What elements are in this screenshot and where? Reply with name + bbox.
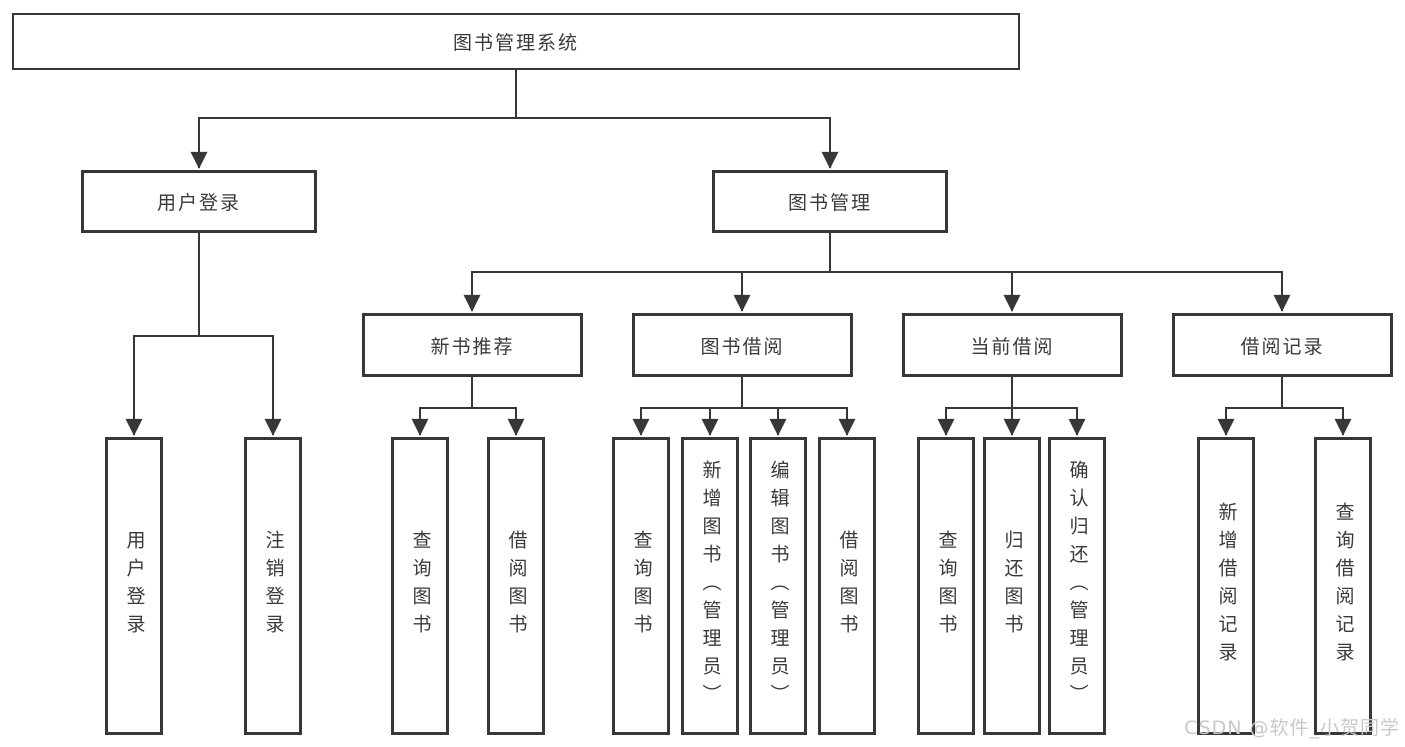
- leaf-query-book-borrow-label: 查询图书: [630, 530, 653, 642]
- leaf-query-book-current: 查询图书: [917, 437, 975, 735]
- leaf-return-book-label: 归还图书: [1001, 530, 1024, 642]
- node-user-login: 用户登录: [81, 170, 317, 233]
- leaf-logout-label: 注销登录: [262, 530, 285, 642]
- node-book-borrow-label: 图书借阅: [700, 335, 785, 358]
- node-book-management-label: 图书管理: [787, 192, 872, 214]
- leaf-add-book-admin: 新增图书（管理员）: [681, 437, 739, 735]
- leaf-borrow-book-label: 借阅图书: [836, 530, 859, 642]
- leaf-edit-book-admin-label: 编辑图书（管理员）: [767, 460, 790, 712]
- leaf-add-borrow-record-label: 新增借阅记录: [1215, 502, 1238, 670]
- csdn-watermark: CSDN @软件_小贺同学: [1184, 717, 1400, 739]
- leaf-query-book-borrow: 查询图书: [612, 437, 670, 735]
- leaf-query-book-current-label: 查询图书: [935, 530, 958, 642]
- node-user-login-label: 用户登录: [156, 192, 241, 214]
- leaf-borrow-book: 借阅图书: [818, 437, 876, 735]
- leaf-confirm-return-admin-label: 确认归还（管理员）: [1066, 460, 1089, 712]
- node-book-borrow: 图书借阅: [632, 313, 853, 377]
- leaf-logout: 注销登录: [244, 437, 302, 735]
- leaf-confirm-return-admin: 确认归还（管理员）: [1048, 437, 1106, 735]
- node-new-book-recommend-label: 新书推荐: [430, 335, 515, 358]
- node-borrow-records-label: 借阅记录: [1240, 335, 1325, 358]
- leaf-return-book: 归还图书: [983, 437, 1041, 735]
- leaf-query-borrow-record: 查询借阅记录: [1314, 437, 1372, 735]
- node-root: 图书管理系统: [12, 13, 1020, 70]
- node-book-management: 图书管理: [712, 170, 948, 233]
- node-root-label: 图书管理系统: [452, 32, 579, 54]
- leaf-add-book-admin-label: 新增图书（管理员）: [699, 460, 722, 712]
- leaf-edit-book-admin: 编辑图书（管理员）: [749, 437, 807, 735]
- leaf-query-borrow-record-label: 查询借阅记录: [1332, 502, 1355, 670]
- leaf-query-book-recommend-label: 查询图书: [409, 530, 432, 642]
- leaf-query-book-recommend: 查询图书: [391, 437, 449, 735]
- leaf-borrow-book-recommend: 借阅图书: [487, 437, 545, 735]
- node-current-borrow-label: 当前借阅: [970, 335, 1055, 358]
- leaf-user-login: 用户登录: [105, 437, 163, 735]
- node-borrow-records: 借阅记录: [1172, 313, 1393, 377]
- node-new-book-recommend: 新书推荐: [362, 313, 583, 377]
- leaf-user-login-label: 用户登录: [123, 530, 146, 642]
- leaf-borrow-book-recommend-label: 借阅图书: [505, 530, 528, 642]
- node-current-borrow: 当前借阅: [902, 313, 1123, 377]
- leaf-add-borrow-record: 新增借阅记录: [1197, 437, 1255, 735]
